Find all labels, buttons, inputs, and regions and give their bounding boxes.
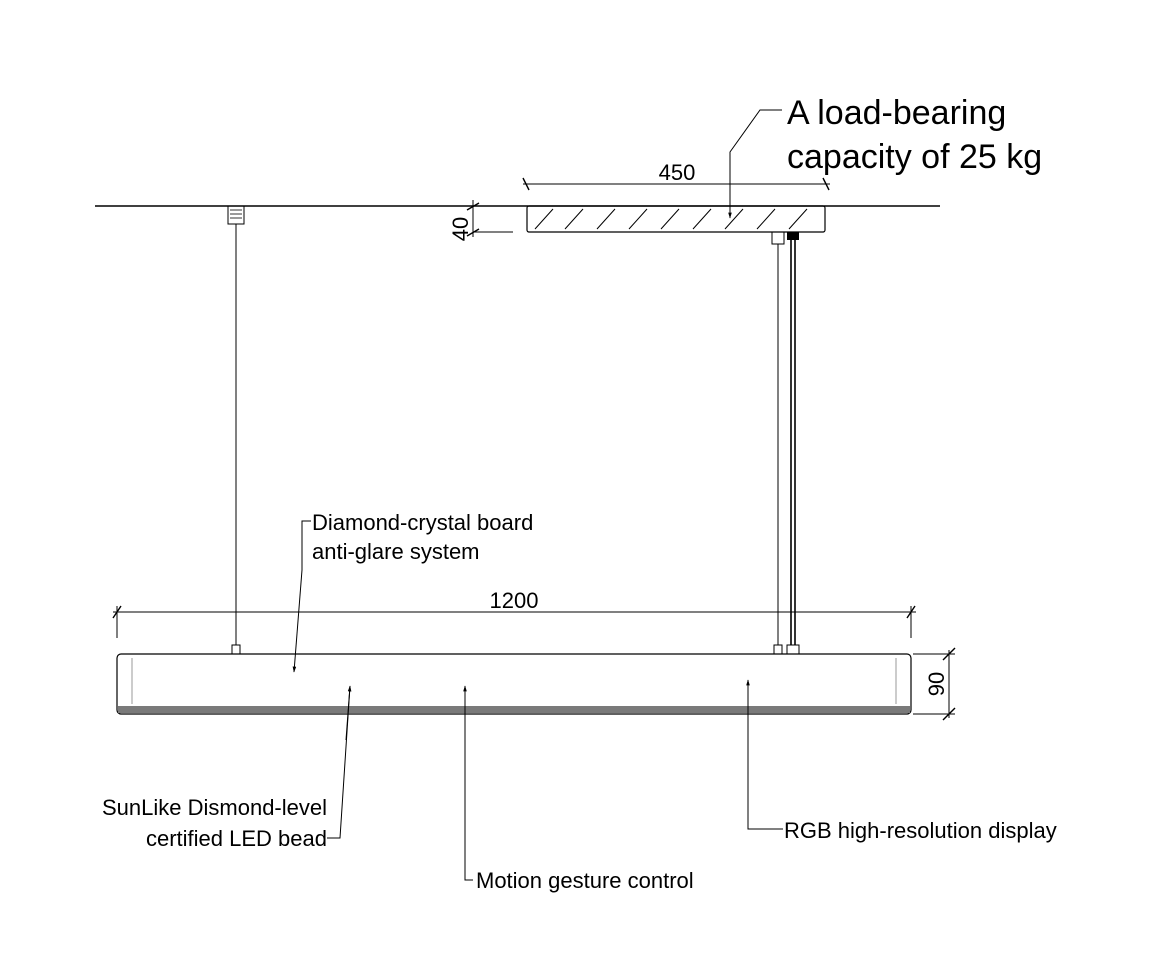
sunlike-callout-line1: SunLike Dismond-level [102,795,327,820]
load-callout-line1: A load-bearing [787,94,1006,132]
diamond-callout-line2: anti-glare system [312,539,480,564]
lamp-length-dimension: 1200 [112,588,916,638]
power-cord [786,232,800,655]
lamp-length-label: 1200 [490,588,539,613]
diamond-callout-line1: Diamond-crystal board [312,510,533,535]
sunlike-callout-line2: certified LED bead [146,826,327,851]
left-suspension [227,205,245,655]
diamond-callout: Diamond-crystal board anti-glare system [292,510,533,673]
lamp-height-label: 90 [924,672,949,696]
load-callout-line2: capacity of 25 kg [787,138,1042,176]
rgb-callout: RGB high-resolution display [746,679,1057,843]
plate-thickness-label: 40 [448,217,473,241]
motion-callout: Motion gesture control [463,685,694,893]
rgb-callout-label: RGB high-resolution display [784,818,1057,843]
lamp-body [116,653,912,715]
plate-width-dimension: 450 [522,160,830,191]
load-callout: A load-bearing capacity of 25 kg [728,94,1042,219]
led-diffuser [118,706,910,713]
lamp-height-dimension: 90 [913,647,956,721]
mounting-plate [526,205,826,233]
sunlike-callout: SunLike Dismond-level certified LED bead [102,685,352,851]
plate-width-label: 450 [659,160,696,185]
right-suspension [771,231,785,655]
plate-thickness-dimension: 40 [448,200,513,241]
motion-callout-label: Motion gesture control [476,868,694,893]
